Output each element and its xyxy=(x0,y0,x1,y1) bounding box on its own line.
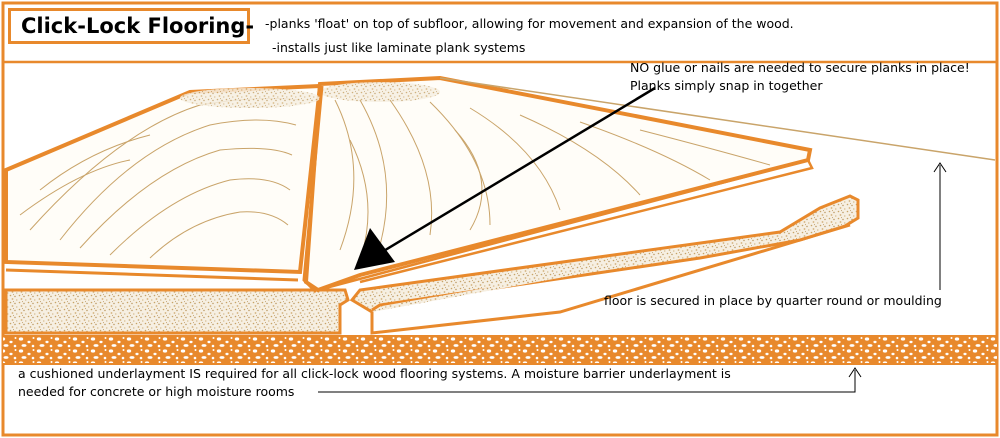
underlayment-band xyxy=(3,336,997,364)
underlayment-note-line-1: a cushioned underlayment IS required for… xyxy=(18,366,731,381)
page-title: Click-Lock Flooring- xyxy=(21,14,255,38)
moulding-note: floor is secured in place by quarter rou… xyxy=(604,293,942,308)
right-plank-grain xyxy=(334,99,771,261)
underlay-arrow-line xyxy=(318,370,856,393)
moulding-arrow-head xyxy=(933,162,947,173)
snap-pointer-line xyxy=(371,86,656,260)
right-plank-core xyxy=(349,194,860,333)
underlay-arrow-head xyxy=(848,367,862,378)
left-plank-face xyxy=(3,83,323,275)
floor-edge-line xyxy=(439,77,996,161)
plank-seam xyxy=(302,85,324,294)
no-glue-note: NO glue or nails are needed to secure pl… xyxy=(630,60,970,75)
float-note: -planks 'float' on top of subfloor, allo… xyxy=(265,16,794,31)
underlayment-note-line-2: needed for concrete or high moisture roo… xyxy=(18,384,295,399)
left-plank-core xyxy=(4,288,350,335)
snap-pointer-head xyxy=(354,228,395,270)
title-box: Click-Lock Flooring- xyxy=(8,8,254,44)
top-seam-texture xyxy=(180,82,440,108)
installs-note: -installs just like laminate plank syste… xyxy=(272,40,526,55)
snap-together-note: Planks simply snap in together xyxy=(630,78,823,93)
